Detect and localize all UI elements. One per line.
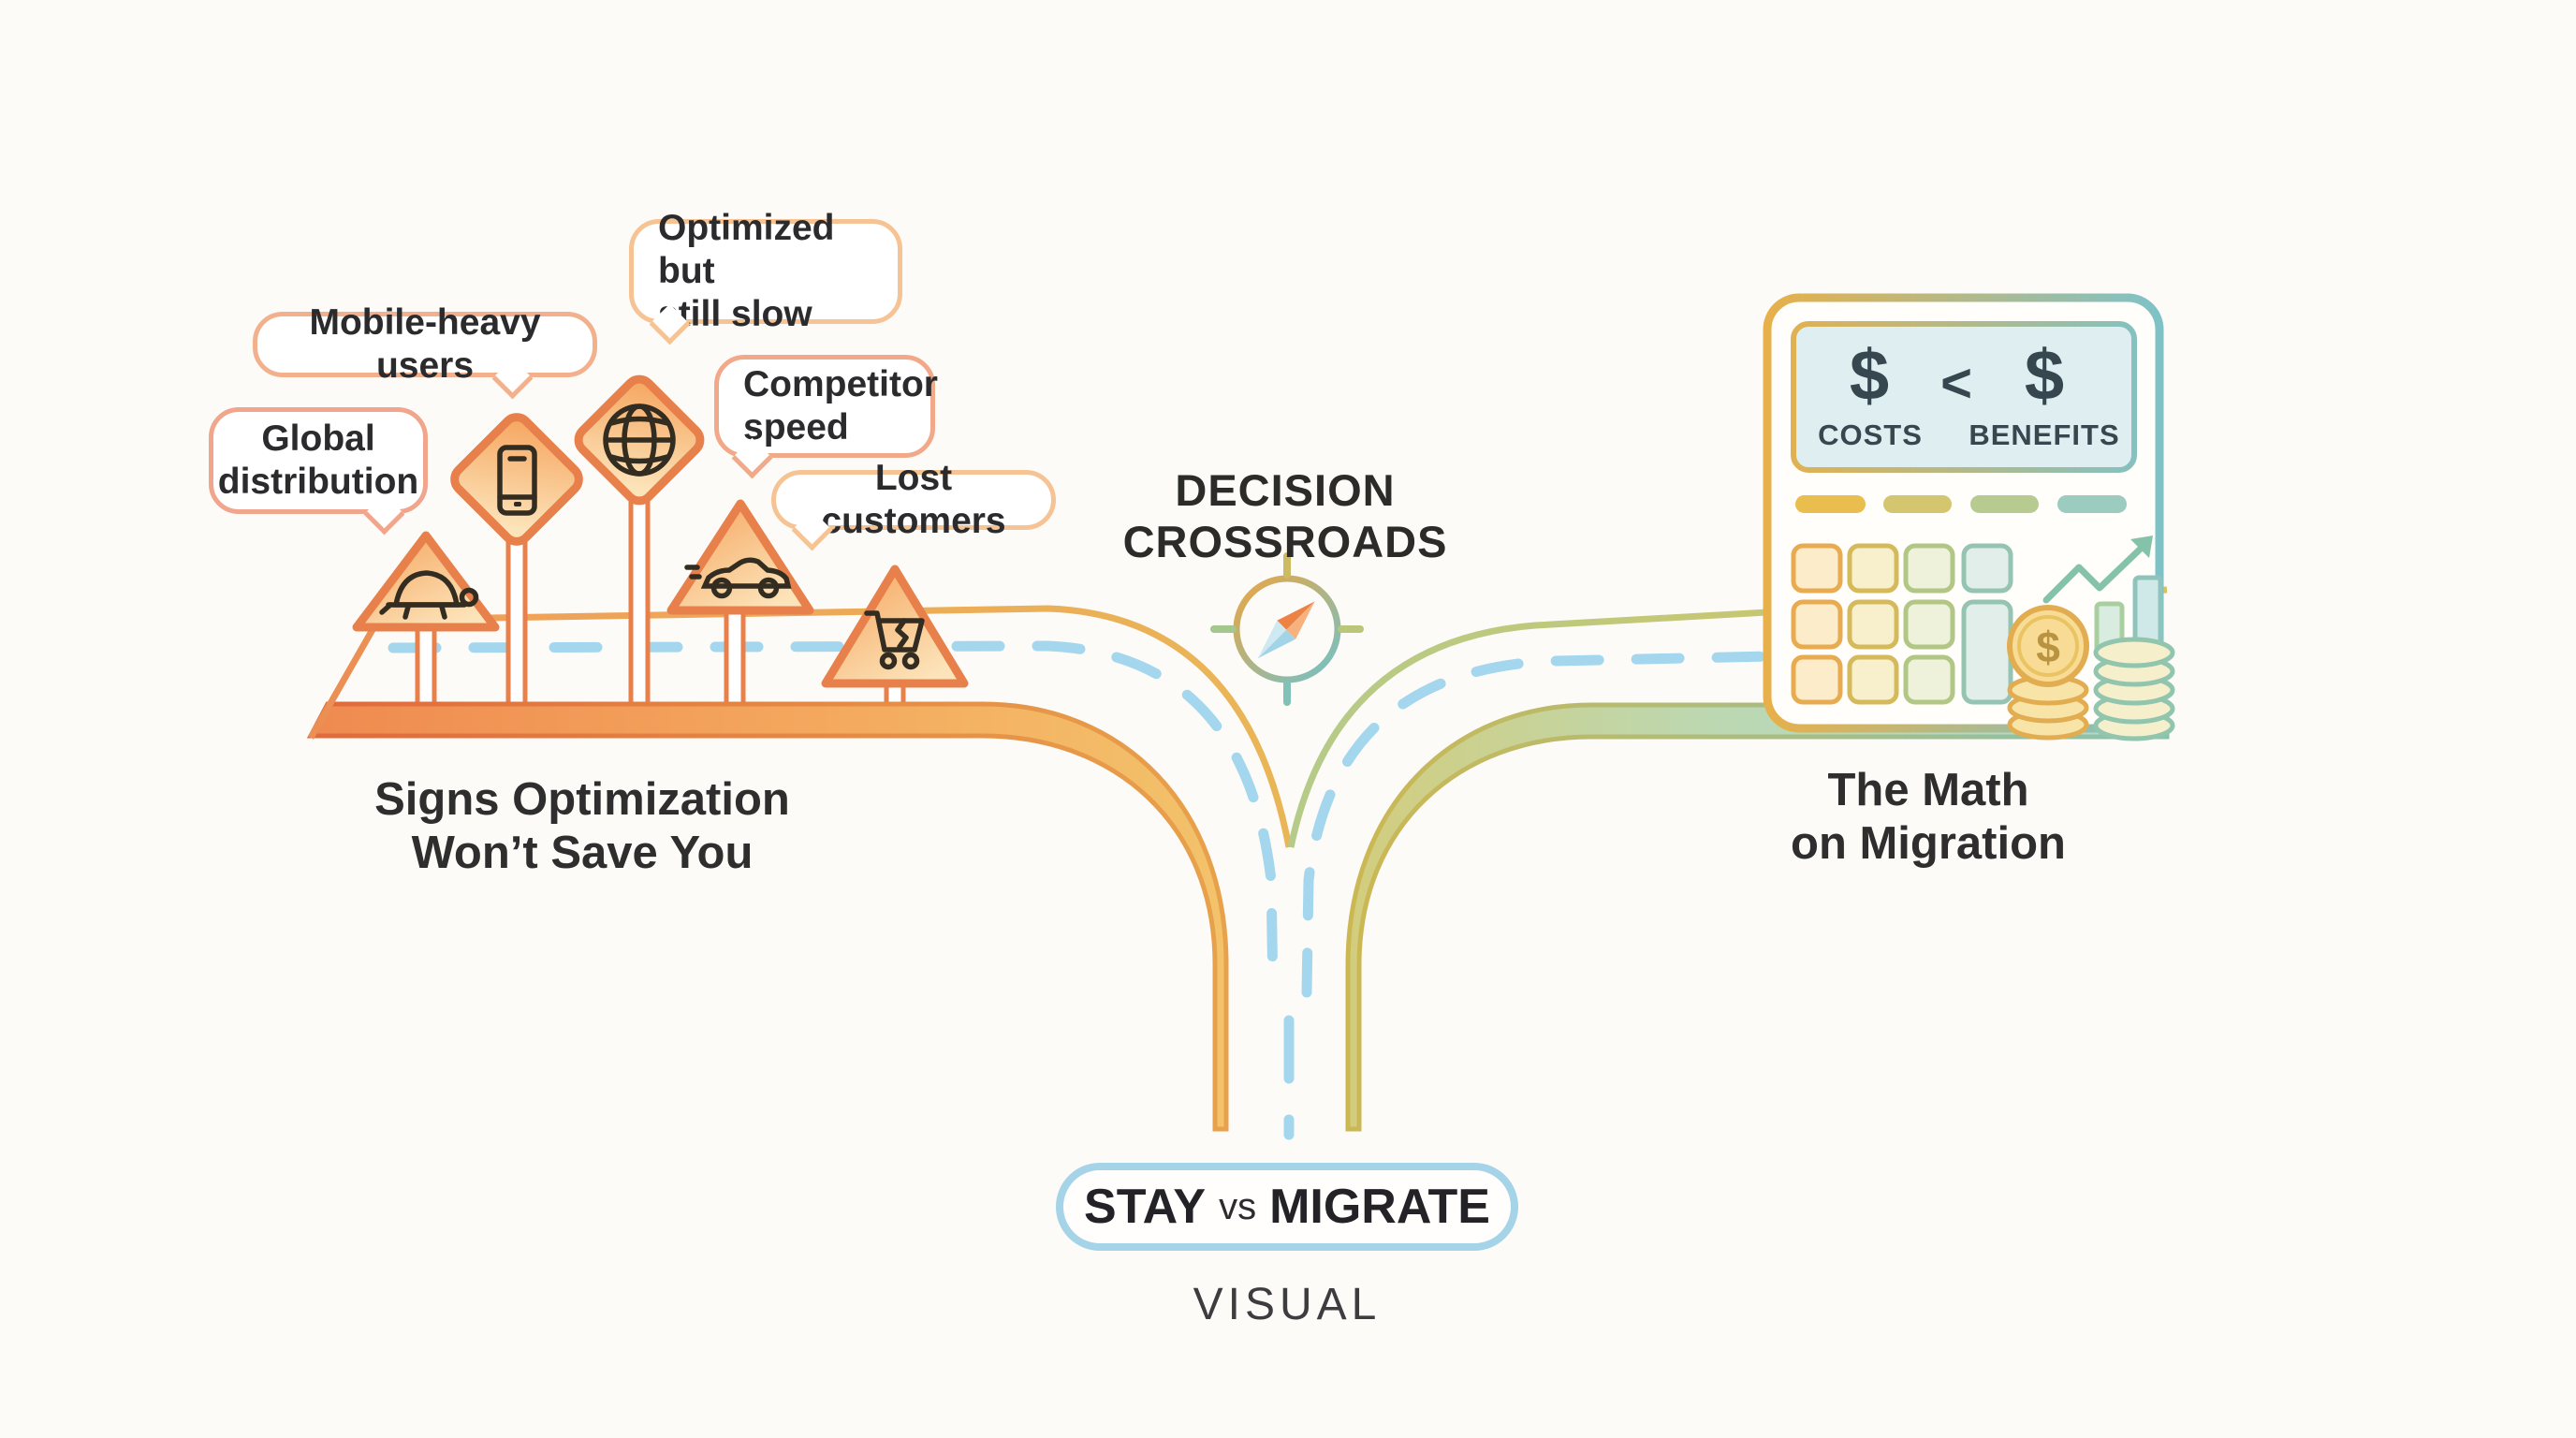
mobile-users-sign [450, 413, 583, 546]
right-heading: The Math on Migration [1647, 764, 2209, 871]
dollar-coin-icon [2007, 605, 2089, 687]
left-road-band [306, 701, 1229, 1132]
competitor-speed-sign [666, 499, 814, 615]
globe-icon [603, 404, 676, 477]
calculator [1763, 293, 2175, 741]
right-road-dashes [1301, 642, 2168, 998]
warning-signs [352, 374, 969, 688]
bubble-line: Optimized but [658, 208, 835, 291]
bubble-line: distribution [217, 462, 419, 502]
left-heading: Signs Optimization Won’t Save You [301, 773, 863, 880]
smartphone-icon [497, 445, 537, 516]
stay-vs-migrate-badge: STAY vs MIGRATE [1056, 1163, 1518, 1251]
bubble-global-distribution: Global distribution [209, 407, 428, 514]
coin-stack-left [2007, 605, 2089, 741]
bubble-line: speed [743, 407, 849, 448]
comparator-symbol: < [1940, 353, 1972, 414]
bubble-competitor-speed: Competitor speed [714, 355, 938, 458]
bubble-line: Global [261, 418, 375, 459]
right-heading-line1: The Math [1827, 765, 2029, 815]
left-road-top-edge [377, 605, 1293, 848]
left-heading-line2: Won’t Save You [411, 828, 754, 878]
compass-needle-icon [1257, 601, 1315, 659]
stay-label: STAY [1084, 1180, 1207, 1234]
growth-arrow-icon [2042, 542, 2147, 604]
bubble-line: Lost customers [821, 458, 1006, 541]
right-road-band [1345, 702, 2170, 1132]
global-reach-sign [574, 374, 705, 506]
right-heading-line2: on Migration [1791, 818, 2066, 869]
compass-ticks [1210, 552, 1364, 706]
left-heading-line1: Signs Optimization [374, 774, 790, 825]
benefits-symbol: $ [2024, 336, 2065, 416]
coin-stack-right [2093, 637, 2175, 741]
broken-cart-icon [864, 610, 925, 670]
costs-symbol: $ [1849, 336, 1890, 416]
road-fork [306, 496, 2170, 1140]
bubble-mobile-heavy-users: Mobile-heavy users [253, 302, 597, 386]
center-heading: DECISION CROSSROADS [1004, 464, 1566, 567]
costs-label: COSTS [1818, 418, 1923, 451]
turtle-icon [379, 570, 479, 620]
bubble-line: Mobile-heavy users [309, 302, 541, 386]
bubble-optimized-but-still-slow: Optimized but still slow [629, 208, 902, 334]
left-road-dashes [388, 640, 1279, 998]
center-heading-line1: DECISION [1175, 465, 1396, 515]
migrate-label: MIGRATE [1269, 1180, 1490, 1234]
car-sign-post [724, 600, 746, 709]
vs-label: vs [1219, 1185, 1257, 1227]
bubble-line: Competitor [743, 364, 938, 404]
lost-customers-sign [821, 565, 969, 688]
coin-dollar-symbol: $ [2036, 623, 2060, 671]
calculator-display [1791, 321, 2137, 473]
calculator-keys [1791, 543, 2013, 705]
calculator-pill-row [1795, 495, 2127, 513]
slow-speed-sign [352, 531, 500, 632]
left-road-end-edge [307, 618, 382, 740]
race-car-icon [684, 557, 792, 599]
mobile-sign-post [505, 536, 528, 709]
globe-sign-post [628, 496, 651, 709]
compass [1210, 552, 1364, 706]
growth-arrowhead [2130, 536, 2153, 558]
bubble-lost-customers: Lost customers [771, 458, 1056, 541]
benefits-label: BENEFITS [1969, 418, 2120, 451]
center-heading-line2: CROSSROADS [1122, 517, 1448, 566]
visual-caption: VISUAL [1193, 1280, 1382, 1329]
right-road-top-edge [1287, 586, 2168, 848]
